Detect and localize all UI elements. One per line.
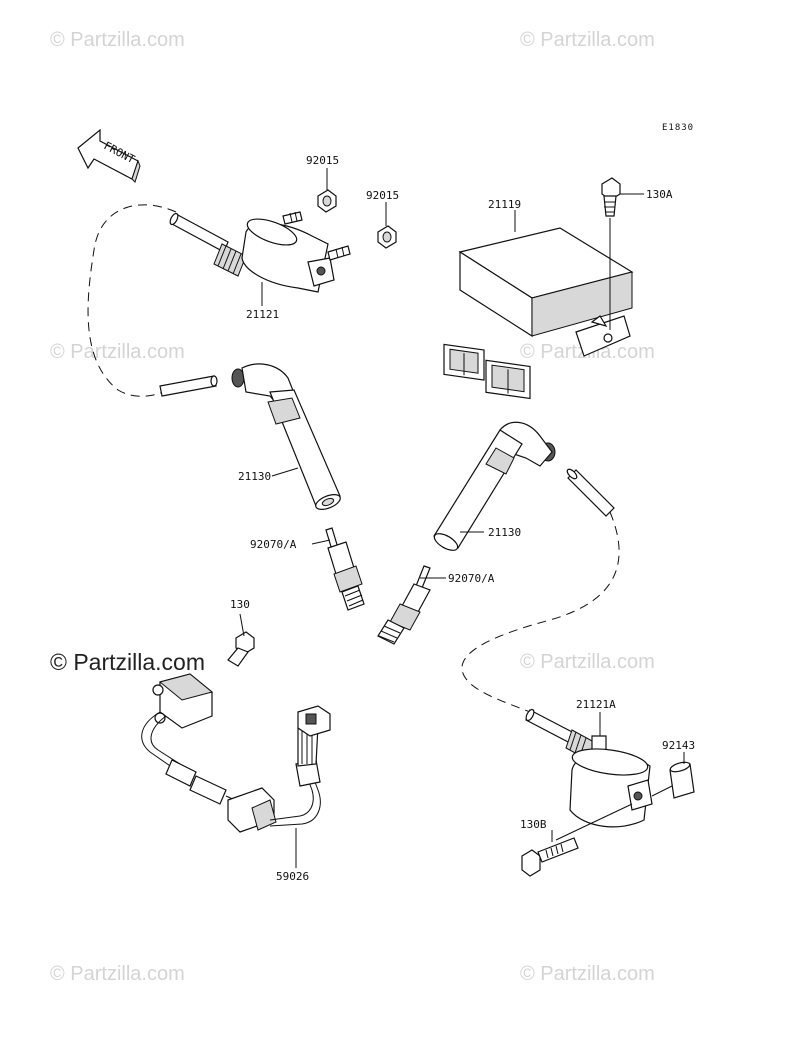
label-21121[interactable]: 21121 <box>246 308 279 321</box>
ignition-coil-rear <box>525 708 653 841</box>
watermark-lower-right: © Partzilla.com <box>520 651 655 673</box>
plug-cap-right <box>433 421 556 551</box>
label-21130-left[interactable]: 21130 <box>238 470 271 483</box>
pickup-coil-assembly <box>141 673 331 868</box>
label-130b[interactable]: 130B <box>520 818 547 831</box>
spark-plug-left <box>325 527 365 611</box>
watermark-top-right: © Partzilla.com <box>520 29 655 51</box>
collar-92143 <box>651 761 695 799</box>
label-92015-b[interactable]: 92015 <box>366 189 399 202</box>
diagram-code: E1830 <box>662 123 694 133</box>
ht-lead-rear <box>461 511 620 713</box>
ht-lead-segment-right <box>566 468 615 517</box>
igniter-unit <box>443 227 634 400</box>
watermark-bottom-left: © Partzilla.com <box>50 963 185 985</box>
label-92143[interactable]: 92143 <box>662 739 695 752</box>
part-labels: 92015 92015 21119 130A 21121 21130 21130… <box>230 154 695 883</box>
front-direction-arrow: FRONT <box>77 128 141 183</box>
label-21130-right[interactable]: 21130 <box>488 526 521 539</box>
leader-lines <box>261 168 685 842</box>
watermark-mid-left: © Partzilla.com <box>50 341 185 363</box>
label-21119[interactable]: 21119 <box>488 198 521 211</box>
watermark-bottom-right: © Partzilla.com <box>520 963 655 985</box>
watermark-prominent: © Partzilla.com <box>50 649 205 675</box>
ignition-coil-front <box>169 211 351 293</box>
bolt-130b <box>521 837 579 877</box>
bolt-130 <box>227 613 255 667</box>
ht-lead-front <box>87 204 177 397</box>
label-21121a[interactable]: 21121A <box>576 698 616 711</box>
label-92070a-left[interactable]: 92070/A <box>250 538 297 551</box>
nut-92015-b <box>377 225 397 249</box>
label-92015-a[interactable]: 92015 <box>306 154 339 167</box>
spark-plug-right <box>377 565 431 645</box>
plug-cap-left <box>231 363 341 510</box>
bolt-130a <box>601 177 621 330</box>
label-130[interactable]: 130 <box>230 598 250 611</box>
ht-lead-segment-left <box>159 375 218 397</box>
label-92070a-right[interactable]: 92070/A <box>448 572 495 585</box>
nut-92015-a <box>317 189 337 213</box>
label-59026[interactable]: 59026 <box>276 870 309 883</box>
label-130a[interactable]: 130A <box>646 188 673 201</box>
watermark-top-left: © Partzilla.com <box>50 29 185 51</box>
